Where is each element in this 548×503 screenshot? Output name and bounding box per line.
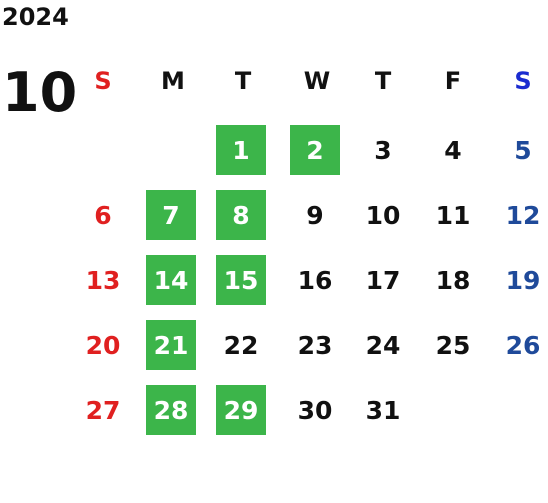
calendar-day[interactable]: 1 [216,125,266,175]
weekday-sunday: S [94,67,112,95]
weekday-tuesday: T [234,67,252,95]
weekday-friday: F [444,67,462,95]
calendar-day[interactable]: 7 [146,190,196,240]
calendar-day[interactable]: 21 [146,320,196,370]
calendar-day[interactable]: 28 [146,385,196,435]
calendar-day[interactable]: 26 [505,330,541,360]
calendar-day[interactable]: 20 [85,330,121,360]
calendar-day[interactable]: 5 [514,135,532,165]
calendar-day[interactable]: 15 [216,255,266,305]
calendar-day[interactable]: 31 [365,395,401,425]
calendar-day[interactable]: 16 [297,265,333,295]
calendar-day[interactable]: 23 [297,330,333,360]
calendar-day[interactable]: 12 [505,200,541,230]
weekday-thursday: T [374,67,392,95]
calendar-day[interactable]: 27 [85,395,121,425]
calendar-day[interactable]: 18 [435,265,471,295]
calendar-day[interactable]: 8 [216,190,266,240]
calendar-day[interactable]: 14 [146,255,196,305]
weekday-monday: M [161,67,185,95]
calendar-day[interactable]: 6 [94,200,112,230]
calendar-day[interactable]: 11 [435,200,471,230]
calendar-day[interactable]: 4 [444,135,462,165]
month-number: 10 [2,61,78,124]
calendar-day[interactable]: 30 [297,395,333,425]
calendar-day[interactable]: 24 [365,330,401,360]
calendar-day[interactable]: 13 [85,265,121,295]
calendar-day[interactable]: 19 [505,265,541,295]
calendar-day[interactable]: 25 [435,330,471,360]
weekday-wednesday: W [303,67,331,95]
year-label: 2024 [2,3,69,31]
calendar-day[interactable]: 3 [374,135,392,165]
calendar-day[interactable]: 2 [290,125,340,175]
calendar-day[interactable]: 29 [216,385,266,435]
calendar-day[interactable]: 9 [306,200,324,230]
calendar-day[interactable]: 17 [365,265,401,295]
weekday-saturday: S [514,67,532,95]
calendar-day[interactable]: 22 [223,330,259,360]
calendar-day[interactable]: 10 [365,200,401,230]
